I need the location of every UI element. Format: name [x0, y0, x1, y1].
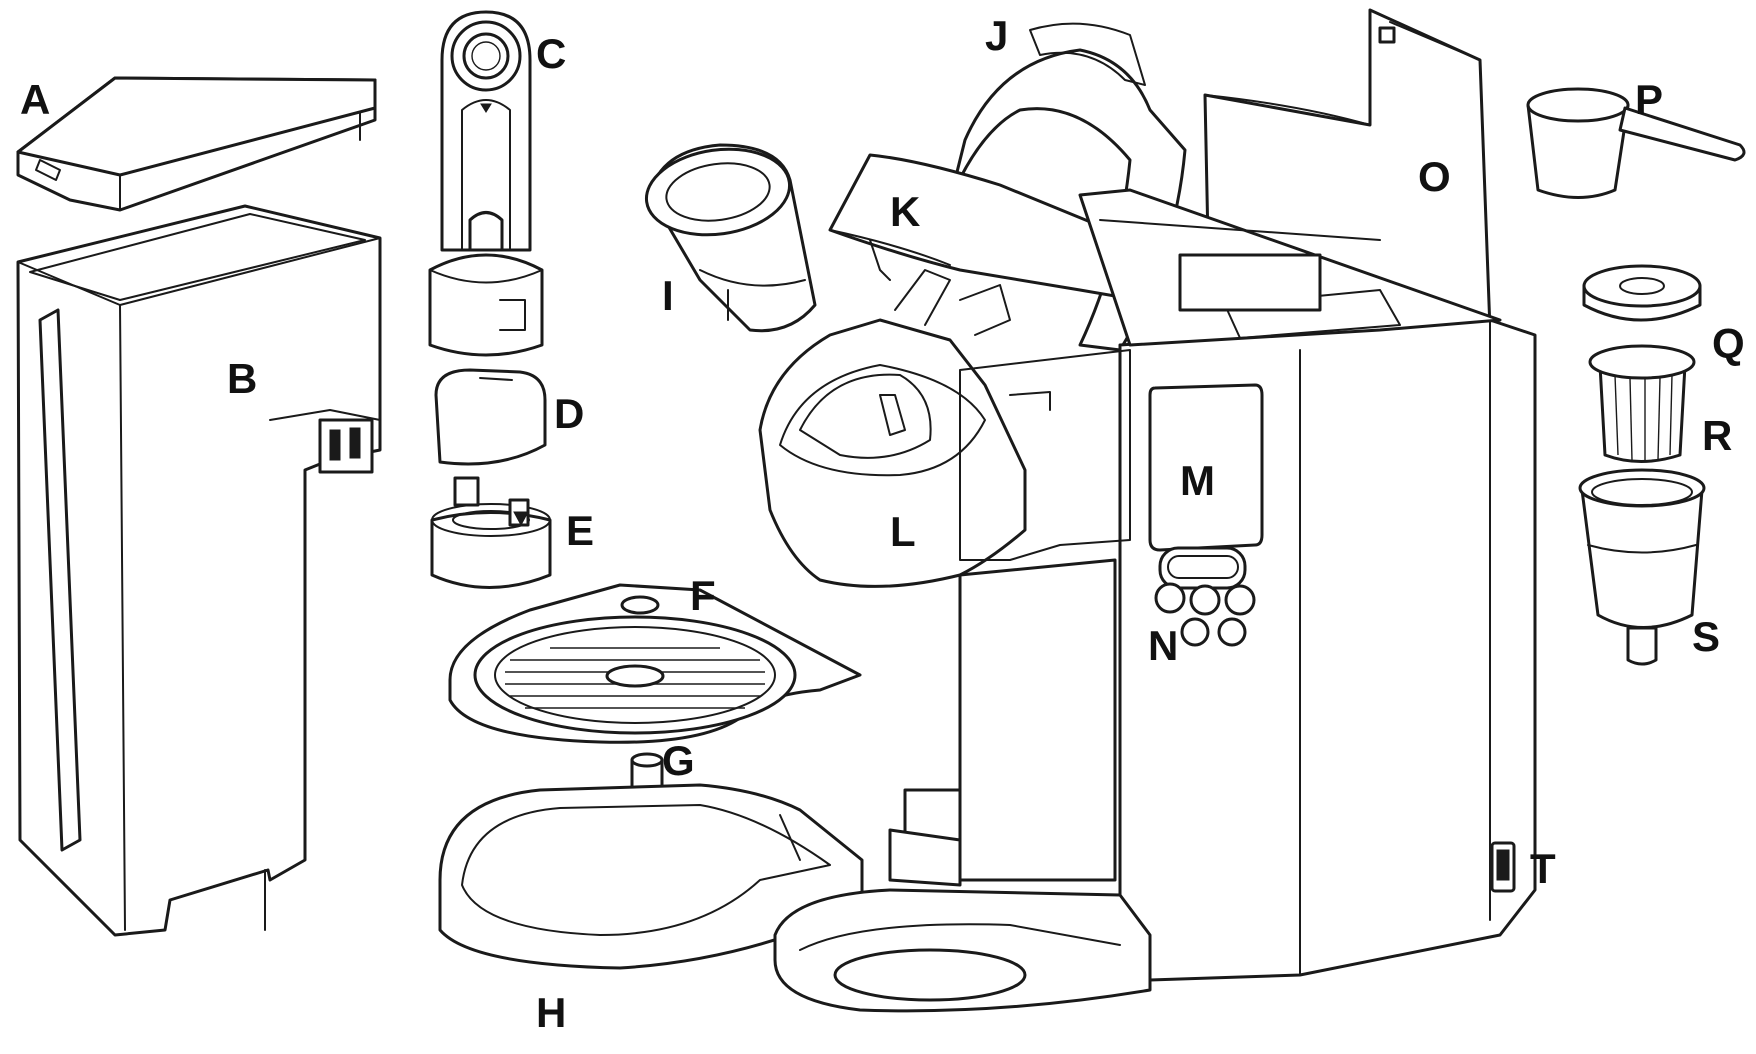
brewer-body-part — [773, 188, 1537, 1013]
label-s: S — [1692, 613, 1720, 660]
control-buttons — [1154, 546, 1256, 647]
filter-base-part — [430, 476, 552, 589]
charcoal-filter-part — [434, 368, 547, 466]
label-t: T — [1530, 845, 1556, 892]
label-r: R — [1702, 412, 1732, 459]
label-g: G — [662, 737, 695, 784]
filter-basket-part — [1588, 344, 1696, 463]
power-switch — [1490, 841, 1516, 893]
brew-head-part — [758, 269, 1027, 588]
label-b: B — [227, 355, 257, 402]
label-c: C — [536, 30, 566, 77]
label-d: D — [554, 390, 584, 437]
label-l: L — [890, 508, 916, 555]
label-k: K — [890, 188, 920, 235]
water-filter-holder-part — [428, 10, 544, 357]
label-j: J — [985, 12, 1008, 59]
display-panel — [1148, 383, 1264, 552]
measuring-scoop-part — [1526, 87, 1746, 199]
label-e: E — [566, 507, 594, 554]
drip-tray-plate-part — [448, 583, 862, 744]
label-a: A — [20, 76, 50, 123]
label-i: I — [662, 272, 674, 319]
label-h: H — [536, 989, 566, 1036]
reservoir-lid-part — [16, 76, 377, 212]
label-p: P — [1635, 76, 1663, 123]
label-o: O — [1418, 153, 1451, 200]
label-m: M — [1180, 457, 1215, 504]
label-f: F — [690, 572, 716, 619]
label-q: Q — [1712, 320, 1745, 367]
label-n: N — [1148, 622, 1178, 669]
filter-cup-part — [1578, 468, 1706, 666]
water-reservoir-part — [16, 204, 382, 937]
pod-holder-part — [644, 143, 817, 333]
filter-lid-part — [1582, 264, 1702, 322]
